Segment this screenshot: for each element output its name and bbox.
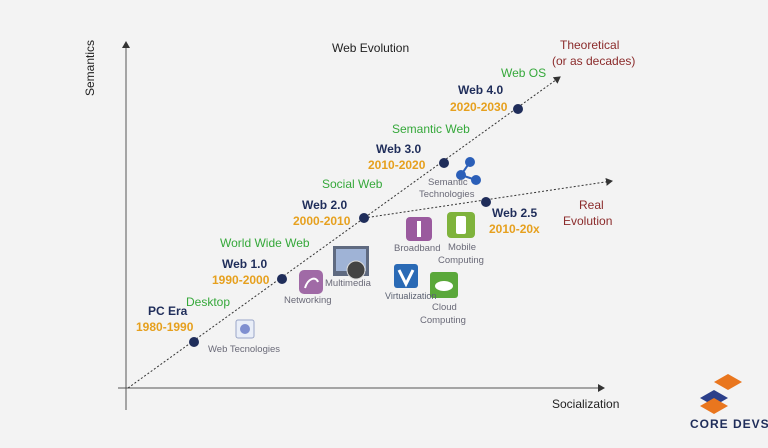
- era-point-web3: [439, 158, 449, 168]
- semantic-technologies-label-line2: Technologies: [419, 189, 475, 200]
- era-stage-web4: Web OS: [501, 66, 547, 80]
- era-name-web3: Web 3.0: [376, 142, 422, 156]
- era-years-web3: 2010-2020: [368, 158, 426, 172]
- era-point-web1: [277, 274, 287, 284]
- era-name-pc: PC Era: [148, 304, 188, 318]
- era-name-web2: Web 2.0: [302, 198, 348, 212]
- theoretical-line: [127, 76, 561, 389]
- virtualization-label: Virtualization: [385, 291, 437, 301]
- mobile-computing-label-line1: Mobile: [448, 242, 476, 253]
- era-years-web25: 2010-20x: [489, 222, 540, 236]
- core-devs-logo-icon: [700, 374, 742, 414]
- era-years-web2: 2000-2010: [293, 214, 351, 228]
- cloud-computing-icon: [430, 272, 458, 298]
- brand-name: CORE DEVS: [690, 417, 768, 431]
- era-years-pc: 1980-1990: [136, 320, 194, 334]
- cloud-computing-label-line2: Computing: [420, 315, 466, 326]
- era-stage-web3: Semantic Web: [392, 122, 470, 136]
- networking-icon: [299, 270, 323, 294]
- semantic-technologies-label-line1: Semantic: [428, 177, 468, 188]
- diagram-title: Web Evolution: [332, 41, 410, 55]
- era-point-web4: [513, 104, 523, 114]
- mobile-computing-icon: [447, 212, 475, 238]
- era-stage-pc: Desktop: [186, 295, 231, 309]
- broadband-label: Broadband: [394, 243, 441, 254]
- era-point-web2: [359, 213, 369, 223]
- broadband-icon: [406, 217, 432, 241]
- era-point-web25: [481, 197, 491, 207]
- era-years-web4: 2020-2030: [450, 100, 508, 114]
- era-stage-web1: World Wide Web: [220, 236, 310, 250]
- semantic-technologies-icon: [456, 157, 481, 185]
- virtualization-icon: [394, 264, 418, 288]
- web-technologies-icon: [235, 319, 255, 339]
- era-stage-web2: Social Web: [322, 177, 383, 191]
- era-name-web25: Web 2.5: [492, 206, 538, 220]
- real-label-line1: Real: [579, 198, 604, 212]
- y-axis-label: Semantics: [83, 39, 97, 96]
- x-axis-label: Socialization: [552, 397, 620, 411]
- multimedia-label: Multimedia: [325, 278, 371, 289]
- theoretical-label-line2: (or as decades): [552, 54, 636, 68]
- networking-label: Networking: [284, 295, 332, 306]
- mobile-computing-label-line2: Computing: [438, 255, 484, 266]
- theoretical-label-line1: Theoretical: [560, 38, 620, 52]
- era-name-web4: Web 4.0: [458, 83, 504, 97]
- era-point-pc: [189, 337, 199, 347]
- cloud-computing-label-line1: Cloud: [432, 302, 457, 313]
- web-technologies-label: Web Tecnologies: [208, 344, 281, 355]
- multimedia-icon: [333, 246, 369, 280]
- era-years-web1: 1990-2000: [212, 273, 270, 287]
- era-name-web1: Web 1.0: [222, 257, 268, 271]
- real-label-line2: Evolution: [563, 214, 613, 228]
